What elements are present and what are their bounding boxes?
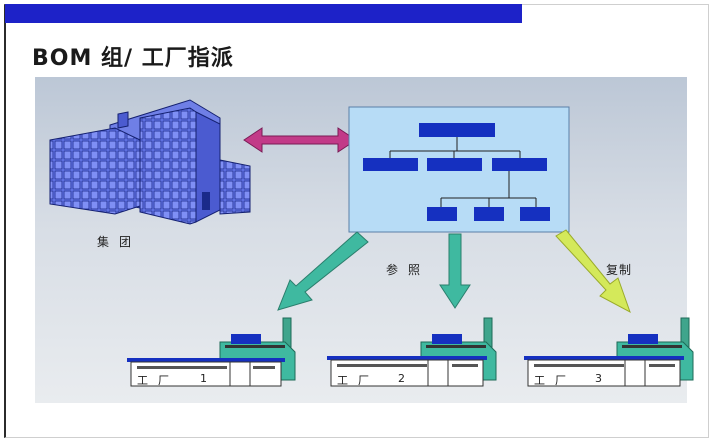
- factory-icon: [524, 317, 694, 387]
- double-arrow-icon: [243, 127, 357, 153]
- reference-arrow-plant-2: [439, 233, 471, 309]
- factory-icon: [327, 317, 497, 387]
- org-chart-icon: [348, 106, 570, 233]
- plant-2-number: 2: [398, 372, 415, 385]
- headquarters-building-icon: [49, 99, 251, 225]
- plant-3-number: 3: [595, 372, 612, 385]
- reference-arrow-plant-1: [277, 231, 369, 311]
- plant-3-name: 工厂: [534, 374, 576, 387]
- copy-label: 复制: [606, 263, 633, 277]
- title-accent-bar: [5, 4, 522, 23]
- plant-2-name: 工厂: [337, 374, 379, 387]
- slide-title: BOM 组/ 工厂指派: [32, 46, 234, 71]
- group-label: 集团: [97, 235, 142, 249]
- copy-arrow-plant-3: [555, 229, 631, 314]
- plant-1-number: 1: [200, 372, 217, 385]
- plant-1-name: 工厂: [137, 374, 179, 387]
- factory-icon: [127, 317, 296, 387]
- reference-label: 参照: [386, 263, 431, 277]
